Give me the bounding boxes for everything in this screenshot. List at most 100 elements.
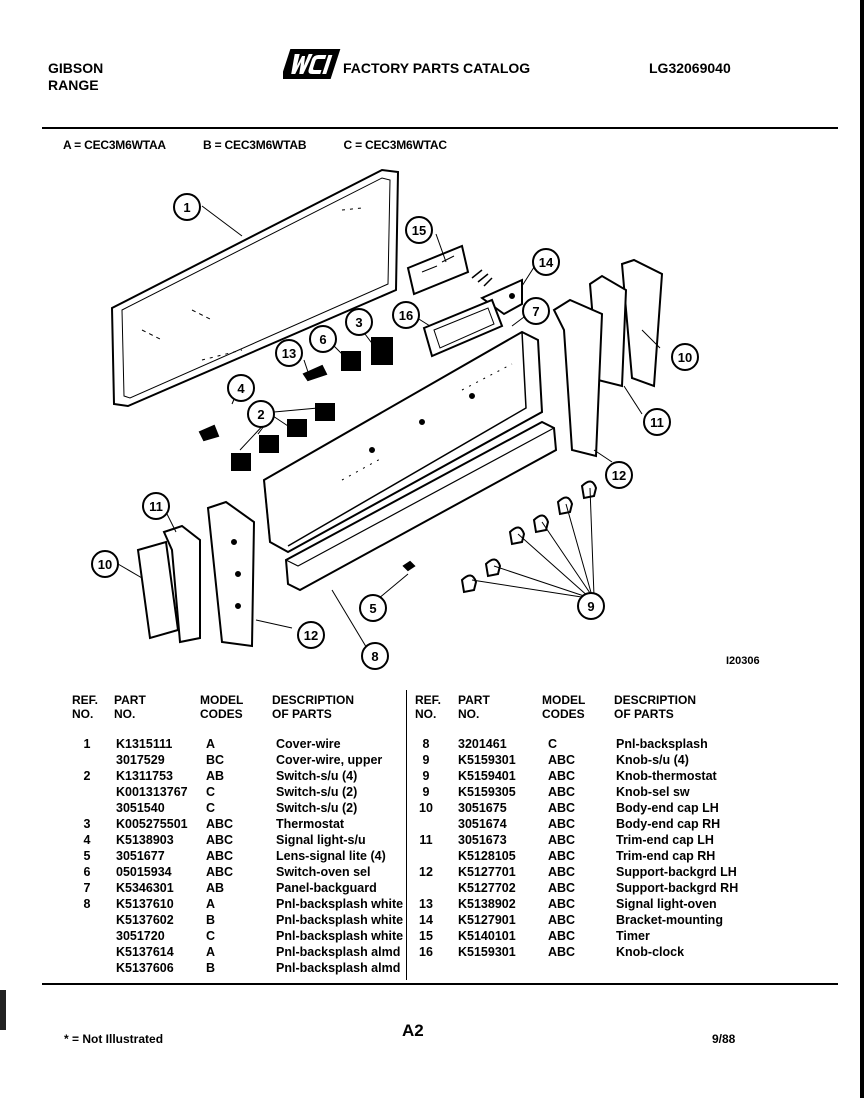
part-number: K5127702: [458, 881, 516, 895]
ref-number: 14: [419, 913, 433, 927]
part-description: Body-end cap LH: [616, 801, 719, 815]
header-ref-line1: REF.: [72, 693, 99, 707]
part-description: Knob-sel sw: [616, 785, 690, 799]
part-description: Switch-s/u (2): [276, 785, 358, 799]
header-model-right: MODEL CODES: [542, 693, 585, 721]
timer-part: [406, 244, 493, 296]
part-number: K5159301: [458, 945, 516, 959]
callout-3: 3: [345, 308, 373, 336]
model-codes: ABC: [206, 833, 234, 847]
part-description: Pnl-backsplash almd: [276, 961, 401, 975]
model-codes: C: [206, 785, 216, 799]
model-codes: ABC: [548, 817, 576, 831]
catalog-title: FACTORY PARTS CATALOG: [343, 60, 531, 76]
model-c: C = CEC3M6WTAC: [343, 138, 447, 152]
model-codes: ABC: [548, 849, 576, 863]
ref-number: 9: [422, 785, 430, 799]
part-number: K1315111: [116, 737, 173, 751]
part-description: Support-backgrd RH: [616, 881, 739, 895]
callout-9: 9: [577, 592, 605, 620]
ref-number: 6: [83, 865, 91, 879]
header-desc-line1: DESCRIPTION: [614, 693, 697, 707]
header-desc-right: DESCRIPTION OF PARTS: [614, 693, 696, 721]
panel-backguard-part: [262, 330, 544, 554]
part-number: 3051540: [116, 801, 165, 815]
part-number: 3051677: [116, 849, 165, 863]
part-number: K5346301: [116, 881, 174, 895]
part-number: 3051673: [458, 833, 507, 847]
part-description: Switch-s/u (2): [276, 801, 358, 815]
callout-15: 15: [405, 216, 433, 244]
part-number: K5137610: [116, 897, 174, 911]
callout-5: 5: [359, 594, 387, 622]
part-description: Thermostat: [276, 817, 345, 831]
part-description: Knob-clock: [616, 945, 685, 959]
part-description: Timer: [616, 929, 650, 943]
part-number: K5159305: [458, 785, 516, 799]
column-divider: [406, 690, 407, 980]
part-number: K5159401: [458, 769, 516, 783]
part-number: K5127901: [458, 913, 516, 927]
model-codes: ABC: [548, 833, 576, 847]
exploded-parts-diagram: [110, 168, 664, 651]
brand-name: GIBSON: [48, 60, 104, 76]
model-codes: A: [206, 945, 216, 959]
backsplash-part: [284, 420, 558, 592]
ref-number: 4: [83, 833, 91, 847]
callout-13: 13: [275, 339, 303, 367]
part-number: K001313767: [116, 785, 188, 799]
clock-frame-part: [422, 298, 504, 358]
model-codes: C: [206, 929, 216, 943]
model-a: A = CEC3M6WTAA: [63, 138, 166, 152]
callout-7: 7: [522, 297, 550, 325]
header-ref-left: REF. NO.: [72, 693, 98, 721]
ref-number: 16: [419, 945, 433, 959]
part-number: K5138902: [458, 897, 516, 911]
header-ref-line2: NO.: [72, 707, 94, 721]
model-codes: B: [206, 961, 216, 975]
header-part-line1: PART: [458, 693, 490, 707]
cover-wire-part: [110, 168, 400, 408]
callout-10: 10: [671, 343, 699, 371]
part-description: Trim-end cap RH: [616, 849, 716, 863]
not-illustrated-note: * = Not Illustrated: [64, 1032, 164, 1046]
ref-number: 3: [83, 817, 91, 831]
part-description: Knob-s/u (4): [616, 753, 689, 767]
part-number: 3201461: [458, 737, 507, 751]
header-desc-left: DESCRIPTION OF PARTS: [272, 693, 354, 721]
header-part-line2: NO.: [458, 707, 480, 721]
model-codes: B: [206, 913, 216, 927]
part-number: K5128105: [458, 849, 516, 863]
callout-12: 12: [605, 461, 633, 489]
model-codes: ABC: [548, 929, 576, 943]
header-desc-line2: OF PARTS: [614, 707, 674, 721]
wci-logo-mark: [280, 49, 341, 79]
ref-number: 15: [419, 929, 433, 943]
header-model-line1: MODEL: [200, 693, 244, 707]
ref-number: 13: [419, 897, 433, 911]
header-part-line1: PART: [114, 693, 146, 707]
model-codes: A: [206, 897, 216, 911]
callout-12: 12: [297, 621, 325, 649]
model-codes: ABC: [548, 945, 576, 959]
part-description: Switch-s/u (4): [276, 769, 358, 783]
part-description: Cover-wire, upper: [276, 753, 383, 767]
model-codes: AB: [206, 881, 225, 895]
header-part-right: PART NO.: [458, 693, 490, 721]
callout-4: 4: [227, 374, 255, 402]
catalog-number: LG32069040: [649, 60, 731, 76]
header-desc-line1: DESCRIPTION: [272, 693, 355, 707]
part-description: Signal light-s/u: [276, 833, 366, 847]
model-codes: ABC: [548, 897, 576, 911]
page-number: A2: [402, 1021, 424, 1040]
part-description: Body-end cap RH: [616, 817, 721, 831]
callout-2: 2: [247, 400, 275, 428]
scan-border: [860, 0, 864, 1098]
model-codes: ABC: [206, 865, 234, 879]
left-end-cap-parts: [136, 500, 256, 648]
model-codes: C: [206, 801, 216, 815]
switch-parts: [198, 337, 393, 471]
ref-number: 1: [83, 737, 91, 751]
callout-10: 10: [91, 550, 119, 578]
model-legend: A = CEC3M6WTAA B = CEC3M6WTAB C = CEC3M6…: [63, 138, 481, 152]
